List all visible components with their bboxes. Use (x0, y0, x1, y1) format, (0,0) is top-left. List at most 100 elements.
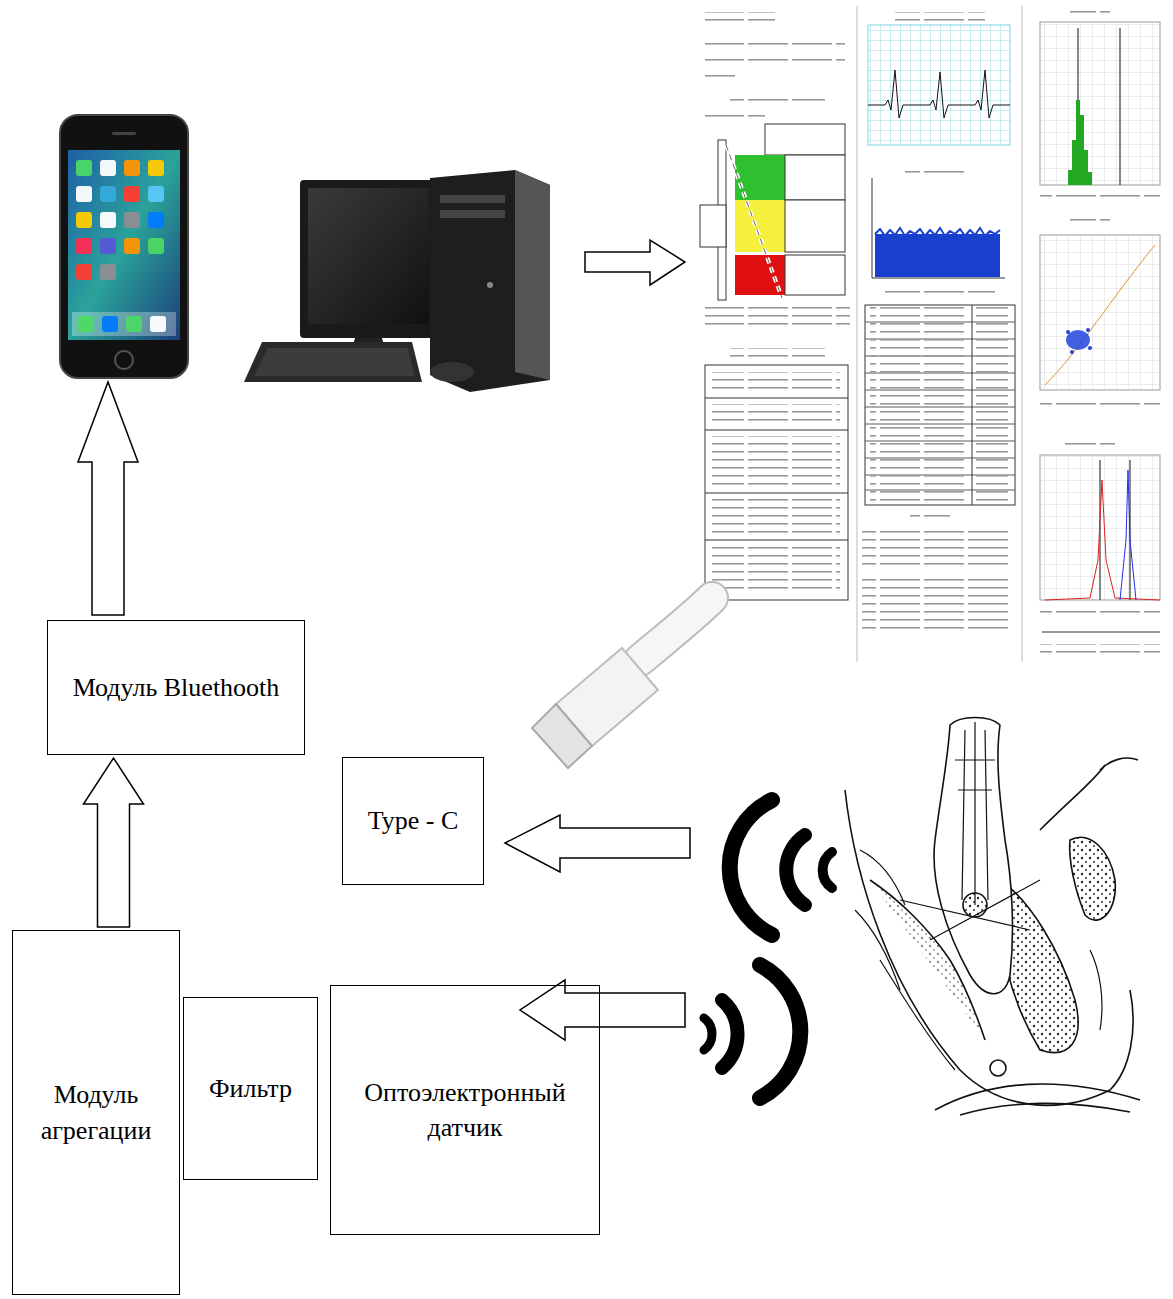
software-screenshot-part (1076, 100, 1080, 185)
hollow-arrow (78, 240, 690, 1040)
smartphone-part-part (72, 312, 176, 336)
software-screenshot-part (700, 205, 726, 247)
smartphone-part-part (100, 212, 116, 228)
smartphone-part-part (76, 212, 92, 228)
smartphone-part-part (148, 186, 164, 202)
anatomy-illustration-part (960, 1103, 1130, 1115)
software-screenshot-part (1084, 150, 1088, 185)
software-screenshot-part (1080, 115, 1084, 185)
signal-waves (704, 800, 832, 1098)
software-screenshot-part (1120, 28, 1121, 185)
process-box: Модуль агрегации (12, 930, 180, 1295)
smartphone-part-part (124, 186, 140, 202)
process-box: Фильтр (183, 997, 318, 1180)
process-box: Оптоэлектронный датчик (330, 985, 600, 1235)
signal-waves-part (760, 965, 800, 1098)
software-screenshot-part (705, 37, 845, 46)
software-screenshot-part (712, 372, 840, 394)
smartphone-part-part (124, 212, 140, 228)
desktop-computer-part (515, 170, 550, 380)
software-screenshot-part (785, 155, 845, 200)
software-screenshot-part (1120, 470, 1136, 600)
software-screenshot-part (872, 178, 873, 278)
software-screenshot-part (1065, 437, 1115, 446)
software-screenshot-part (726, 145, 782, 298)
software-screenshot-part (870, 307, 968, 503)
software-screenshot-part (730, 93, 825, 102)
software-screenshot-part (910, 514, 950, 523)
software-screenshot-part (1040, 235, 1160, 390)
software-screenshot-part (1022, 6, 1023, 662)
software-screenshot-part (1072, 140, 1076, 185)
software-screenshot-part (976, 307, 1012, 503)
software-screenshot-part (735, 200, 785, 252)
software-screenshot-part (868, 25, 1010, 145)
software-screenshot-part (1040, 644, 1160, 653)
anatomy-illustration-part (934, 718, 1012, 994)
software-screenshot-part (1040, 22, 1160, 185)
software-screenshot-part (862, 578, 1012, 634)
software-screenshot-part (1066, 330, 1070, 334)
usb-cable (532, 598, 712, 768)
usb-cable-part (640, 598, 712, 660)
software-screenshot-part (1088, 346, 1092, 350)
desktop-computer-part (440, 195, 505, 203)
smartphone-part (60, 115, 188, 378)
signal-waves-part (823, 852, 832, 888)
desktop-computer-part (487, 282, 493, 288)
software-screenshot-part (705, 12, 775, 21)
anatomy-illustration-part (855, 850, 905, 990)
software-screenshot-part (705, 540, 848, 541)
software-screenshot-part (895, 12, 985, 21)
desktop-computer-part (300, 180, 437, 338)
software-screenshot-part (1070, 215, 1110, 224)
software-screenshot-part (705, 109, 765, 118)
smartphone-part-part (124, 238, 140, 254)
anatomy-illustration-part (955, 760, 995, 790)
software-screenshot-part (785, 255, 845, 295)
software-screenshot-part (875, 234, 1000, 277)
signal-waves-part (704, 1018, 712, 1050)
box-label: Модуль Bluethooth (73, 670, 280, 705)
smartphone-part (112, 132, 136, 135)
software-screenshot-part (765, 124, 845, 155)
anatomy-illustration-part (962, 722, 988, 905)
software-screenshot-part (1070, 10, 1110, 19)
smartphone-part-part (100, 160, 116, 176)
anatomy-illustration-part (1100, 758, 1138, 770)
software-screenshot-part (885, 288, 995, 297)
software-screenshot-part (865, 305, 1015, 505)
smartphone-part-part (76, 160, 92, 176)
software-screenshot-part (868, 70, 1010, 118)
hollow-arrow-part (585, 240, 685, 285)
smartphone-part-part (78, 316, 94, 332)
software-screenshot-part (705, 302, 850, 328)
software-screenshot-part (705, 430, 848, 431)
smartphone-part-part (148, 238, 164, 254)
box-label: Type - C (368, 803, 459, 838)
process-box: Type - C (342, 757, 484, 885)
software-screenshot-part (712, 404, 840, 426)
anatomy-illustration-part (1070, 837, 1116, 920)
software-screenshot-part (1070, 350, 1074, 354)
anatomy-illustration-part (990, 1060, 1006, 1076)
software-screenshot-part (1040, 398, 1160, 407)
box-label: Фильтр (209, 1071, 292, 1106)
process-box: Модуль Bluethooth (47, 620, 305, 755)
anatomy-illustration-part (1040, 765, 1105, 830)
software-screenshot-part (726, 145, 782, 298)
anatomy-illustration-part (1090, 950, 1102, 1030)
anatomy-illustration (845, 718, 1140, 1116)
desktop-computer-part (430, 170, 550, 392)
software-screenshot-part (872, 278, 1005, 279)
desktop-computer-part (308, 188, 429, 324)
software-screenshot-part (705, 54, 845, 63)
software-screenshot-part (875, 228, 1000, 236)
smartphone-part-part (100, 264, 116, 280)
software-screenshot-part (1040, 606, 1160, 615)
software-screenshot-part (696, 4, 1168, 664)
signal-waves-part (730, 800, 772, 935)
